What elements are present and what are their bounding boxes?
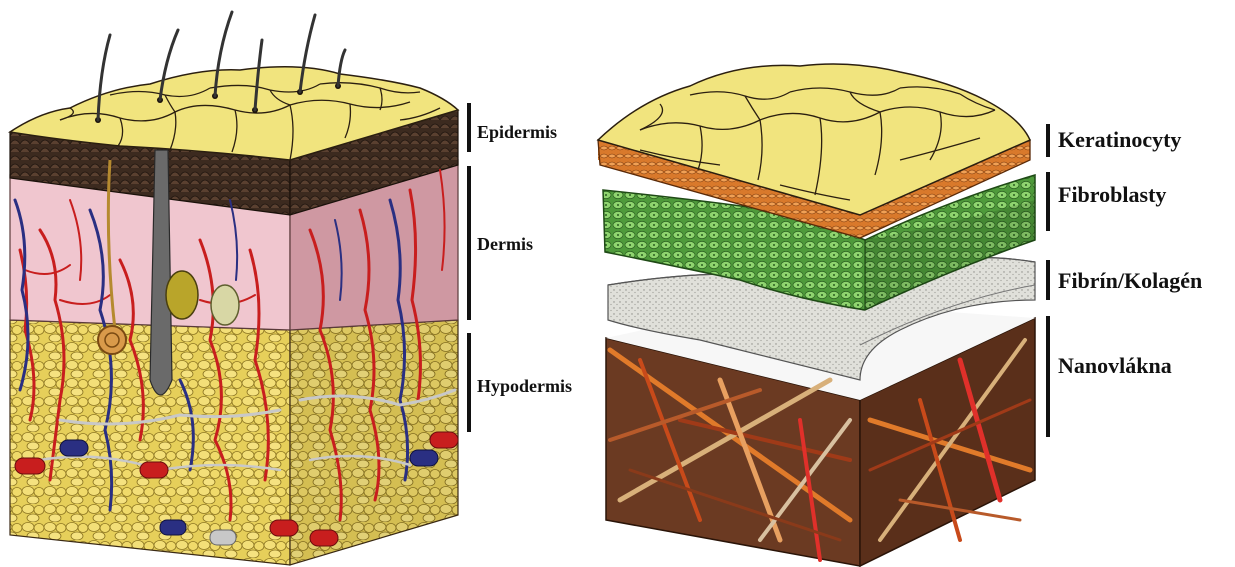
scaffold-layer-labels: Keratinocyty Fibroblasty Fibrín/Kolagén … [1048, 124, 1202, 437]
nanofibers-label: Nanovlákna [1058, 353, 1172, 378]
keratinocytes-label: Keratinocyty [1058, 127, 1181, 152]
hypodermis-label: Hypodermis [477, 376, 572, 396]
skin-block [10, 12, 458, 565]
epidermis-label: Epidermis [477, 122, 557, 142]
fibroblasts-label: Fibroblasty [1058, 182, 1166, 207]
scaffold-block [598, 64, 1035, 566]
fibrin-collagen-label: Fibrín/Kolagén [1058, 268, 1202, 293]
skin-layer-labels: Epidermis Dermis Hypodermis [469, 103, 572, 432]
dermis-label: Dermis [477, 234, 533, 254]
